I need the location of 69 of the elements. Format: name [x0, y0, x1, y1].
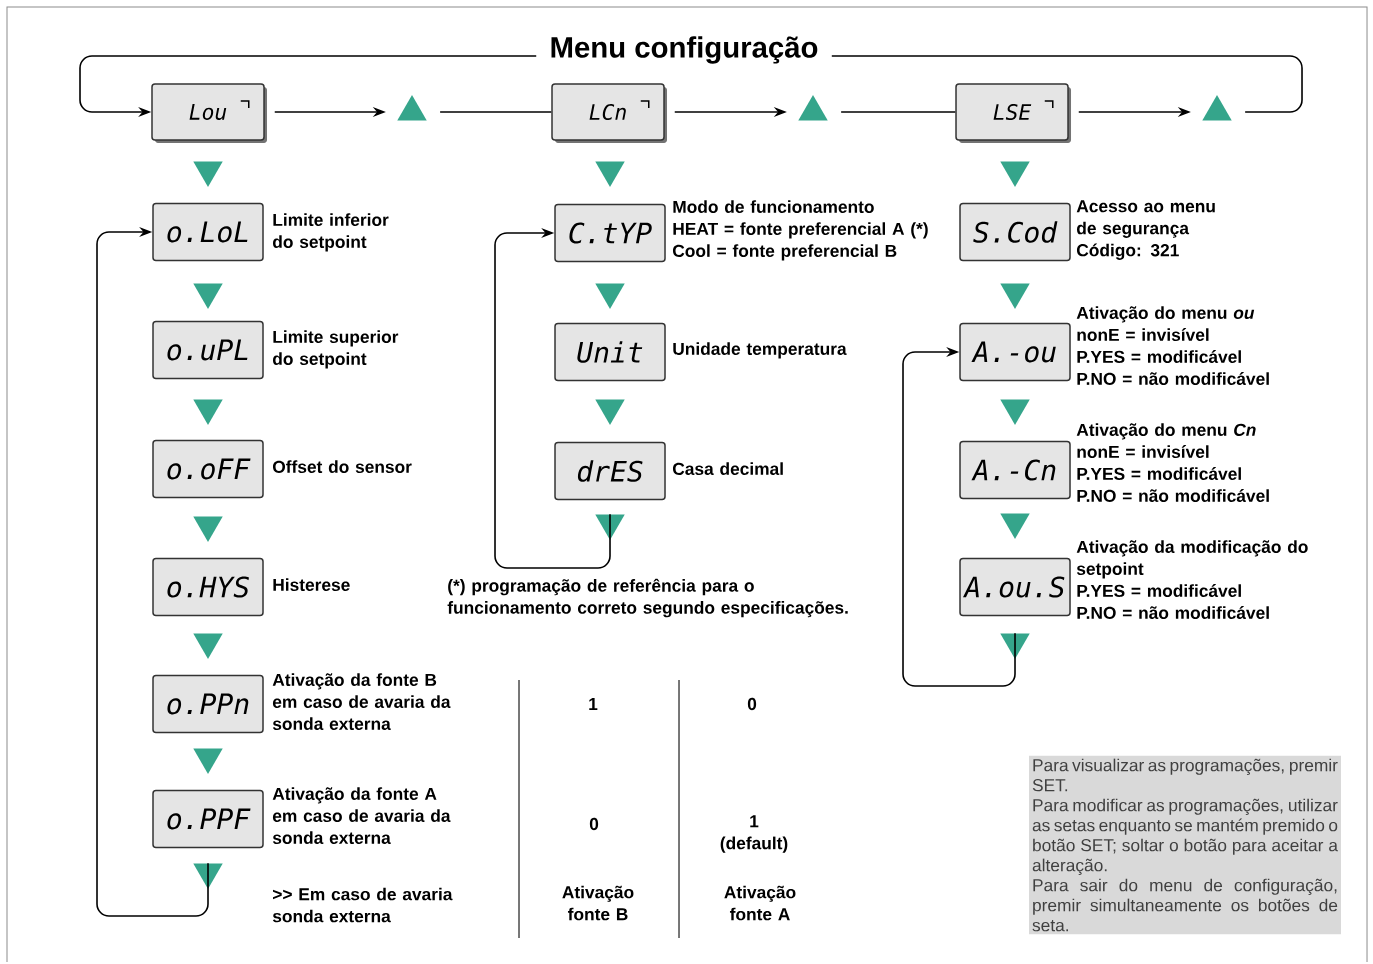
lcd-display: A.-ou	[959, 322, 1071, 382]
down-arrow-key-icon	[595, 399, 625, 425]
lcd-display: o.oFF	[152, 439, 264, 499]
down-arrow-key-icon	[1000, 283, 1030, 309]
description-text: Acesso ao menu de segurança Código: 321	[1076, 200, 1215, 260]
up-arrow-key-icon	[798, 95, 828, 121]
table-text: >> Em caso de avaria sonda externa	[272, 887, 453, 923]
description-text: Ativação do menu Cn nonE = invisível P.YES = modificável P.NO = não modificável	[1076, 423, 1269, 502]
down-arrow-key-icon	[1000, 161, 1030, 187]
description-text: Offset do sensor	[273, 460, 412, 473]
down-arrow-key-icon	[193, 161, 223, 187]
table-text: 0	[747, 697, 757, 711]
description-text: Histerese	[273, 578, 350, 591]
down-arrow-key-icon	[193, 748, 223, 774]
table-text: 1	[589, 698, 598, 710]
description-text: Ativação do menu ou nonE = invisível P.YES = modificável P.NO = não modificável	[1076, 306, 1269, 385]
node-label: P.NO = não modificável	[1077, 372, 1269, 385]
down-arrow-key-icon	[193, 633, 223, 659]
lcd-display: o.HYS	[152, 557, 264, 617]
loop-arrow	[494, 227, 611, 569]
loop-arrow	[96, 226, 209, 917]
table-text: 1 (default)	[720, 815, 788, 853]
note-box: Para visualizar as programações, premir SET. Para modificar as programações, utilizar as setas enquanto se mantém premido o botão SET; soltar o botão para aceitar a alteração. Para sair do menu de configuração, premir simultaneamente os botões de seta.	[1029, 755, 1341, 935]
description-text: Unidade temperatura	[673, 342, 847, 359]
lcd-display: Unit	[554, 322, 666, 382]
down-arrow-key-icon	[595, 283, 625, 309]
down-arrow-key-icon	[193, 863, 223, 889]
node-label: Ativação do menu Cn	[1076, 423, 1256, 440]
lcd-display: o.PPn	[152, 674, 264, 734]
down-arrow-key-icon	[1000, 633, 1030, 659]
lcd-display: drES	[554, 441, 666, 501]
node-label: Ativação do menu ou	[1076, 306, 1255, 323]
footnote-text: (*) programação de referência para o funcionamento correto segundo especificações.	[447, 578, 848, 618]
lcd-display: LCn	[551, 83, 667, 143]
up-arrow-key-icon	[1202, 95, 1232, 121]
down-arrow-key-icon	[193, 399, 223, 425]
node-label: nonE = invisível	[1077, 445, 1209, 458]
description-text: Casa decimal	[673, 462, 783, 475]
lcd-display: C.tYP	[554, 203, 666, 263]
down-arrow-key-icon	[193, 516, 223, 542]
lcd-display: Lou	[151, 83, 267, 143]
down-arrow-key-icon	[595, 514, 625, 540]
title: Menu configuração	[536, 33, 832, 67]
description-text: Limite superior do setpoint	[273, 330, 399, 369]
node-label: P.NO = não modificável	[1077, 489, 1269, 502]
node-label: nonE = invisível	[1077, 328, 1209, 341]
description-text: Modo de funcionamento HEAT = fonte preferencial A (*) Cool = fonte preferencial B	[673, 200, 928, 261]
lcd-display: A.-Cn	[959, 440, 1071, 500]
lcd-display: o.PPF	[152, 789, 264, 849]
lcd-display: A.ou.S	[959, 557, 1071, 617]
up-arrow-key-icon	[397, 95, 427, 121]
description-text: Ativação da modificação do setpoint P.YES = modificável P.NO = não modificável	[1076, 540, 1308, 619]
lcd-display: o.LoL	[152, 202, 264, 262]
down-arrow-key-icon	[1000, 399, 1030, 425]
description-text: Ativação da fonte A em caso de avaria da sonda externa	[272, 787, 451, 844]
table-text: Ativação fonte A	[724, 885, 796, 921]
node-label: P.YES = modificável	[1077, 350, 1241, 363]
lcd-display: o.uPL	[152, 320, 264, 380]
down-arrow-key-icon	[595, 161, 625, 187]
loop-arrow	[902, 346, 1016, 687]
table-text: 0	[589, 817, 599, 831]
node-label: P.YES = modificável	[1077, 467, 1241, 480]
down-arrow-key-icon	[193, 283, 223, 309]
description-text: Limite inferior do setpoint	[273, 213, 389, 252]
down-arrow-key-icon	[1000, 513, 1030, 539]
table-text: Ativação fonte B	[562, 885, 634, 921]
description-text: Ativação da fonte B em caso de avaria da sonda externa	[272, 673, 451, 730]
lcd-display: LSE	[955, 83, 1071, 143]
lcd-display: S.Cod	[959, 202, 1071, 262]
